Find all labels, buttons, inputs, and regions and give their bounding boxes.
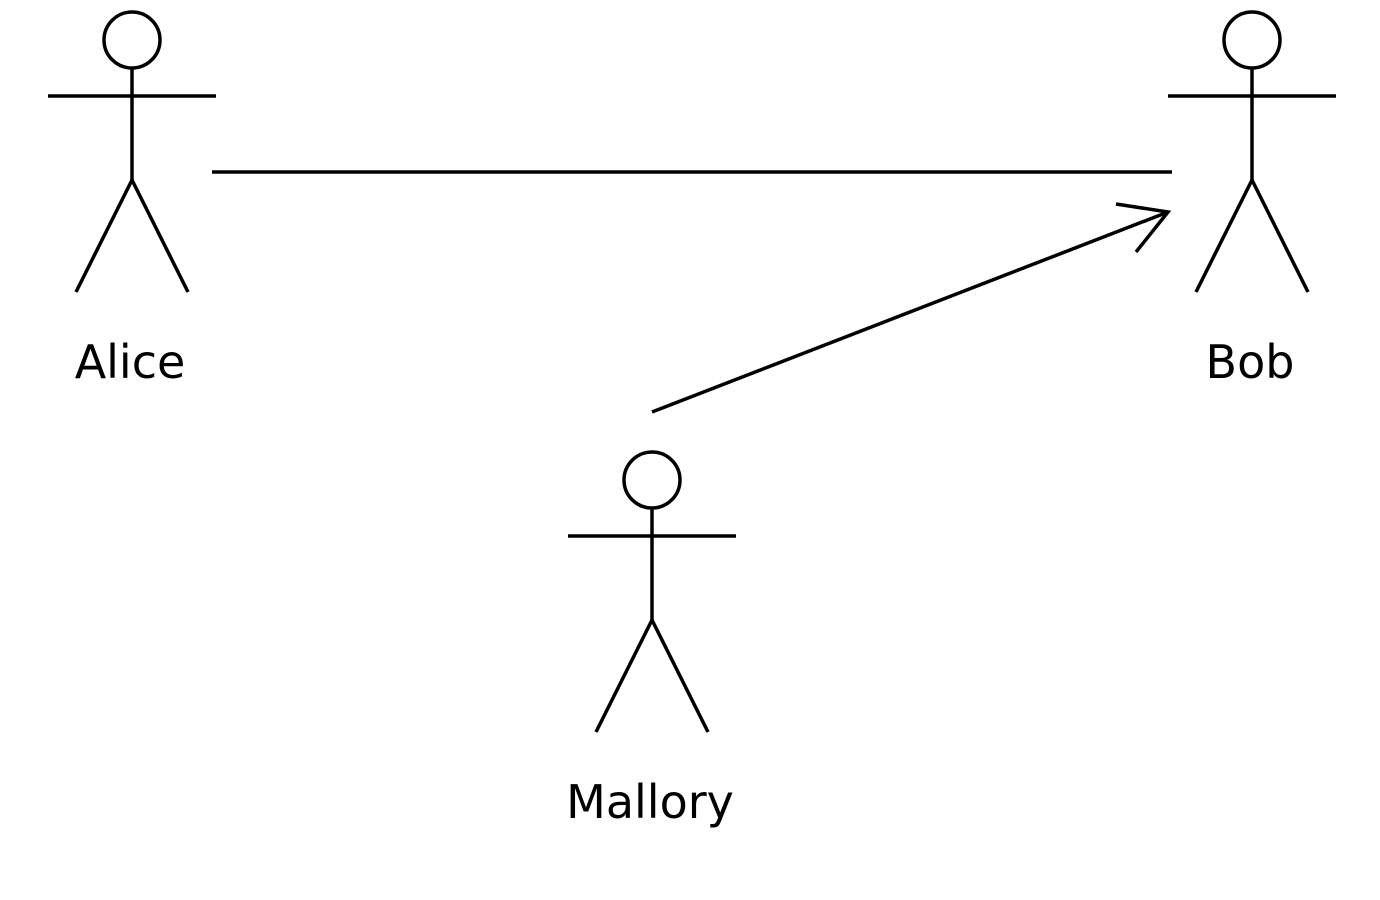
actor-alice[interactable]: Alice	[48, 10, 216, 389]
actor-left-leg	[1194, 179, 1254, 293]
actor-figure-icon	[1168, 10, 1336, 293]
actor-label-alice: Alice	[75, 335, 186, 389]
actor-mallory[interactable]: Mallory	[566, 450, 736, 829]
actor-right-leg	[1250, 179, 1310, 293]
actor-head	[1222, 10, 1282, 70]
arrow-shaft	[651, 210, 1169, 414]
actor-figure-icon	[568, 450, 736, 733]
actor-head	[622, 450, 682, 510]
actor-figure-icon	[48, 10, 216, 293]
association-arrow-mallory-bob[interactable]	[651, 202, 1172, 414]
actor-left-leg	[74, 179, 134, 293]
actor-label-bob: Bob	[1206, 335, 1295, 389]
actor-label-mallory: Mallory	[566, 775, 734, 829]
actor-left-leg	[594, 619, 654, 733]
actor-right-leg	[130, 179, 190, 293]
actor-bob[interactable]: Bob	[1168, 10, 1336, 389]
actor-right-leg	[650, 619, 710, 733]
actor-head	[102, 10, 162, 70]
open-arrowhead-icon	[1115, 202, 1172, 254]
